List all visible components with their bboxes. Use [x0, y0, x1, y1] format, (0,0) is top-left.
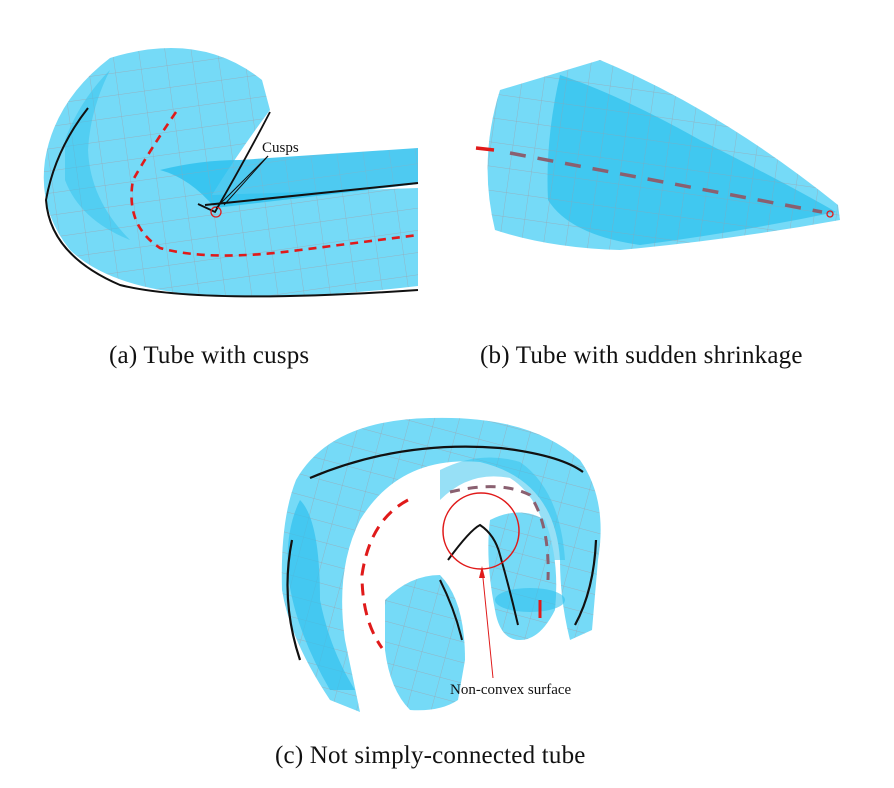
- panel-a-edge-top: [204, 182, 419, 206]
- panel-c-edge-left: [286, 539, 302, 661]
- panel-b-centerline-red: [475, 146, 495, 152]
- caption-a: (a) Tube with cusps: [109, 342, 310, 369]
- panel-b-tip-marker: [826, 210, 834, 218]
- panel-a-centerline: [130, 111, 419, 257]
- panel-a-annotation: Cusps: [262, 140, 299, 156]
- panel-a-tube-with-cusps: Cusps: [43, 47, 419, 298]
- panel-c-nonconvex-marker: [442, 492, 520, 570]
- panel-c-edge-right: [574, 539, 598, 626]
- panel-b-tube-sudden-shrinkage: [475, 60, 840, 250]
- panel-c-centerline-gray: [449, 485, 550, 581]
- panel-c-not-simply-connected: Non-convex surface: [281, 417, 601, 712]
- panel-a-edge-cusp: [197, 111, 271, 214]
- panel-c-centerline-red: [360, 498, 409, 649]
- panel-a-edge-outer: [44, 107, 419, 298]
- panel-a-cusp-marker: [210, 206, 222, 218]
- panel-b-centerline: [509, 151, 823, 214]
- caption-c: (c) Not simply-connected tube: [275, 742, 586, 769]
- panel-c-edge-inner: [439, 523, 519, 641]
- panel-c-edge-top: [309, 445, 584, 480]
- caption-b: (b) Tube with sudden shrinkage: [480, 342, 803, 369]
- panel-c-annotation: Non-convex surface: [450, 682, 572, 698]
